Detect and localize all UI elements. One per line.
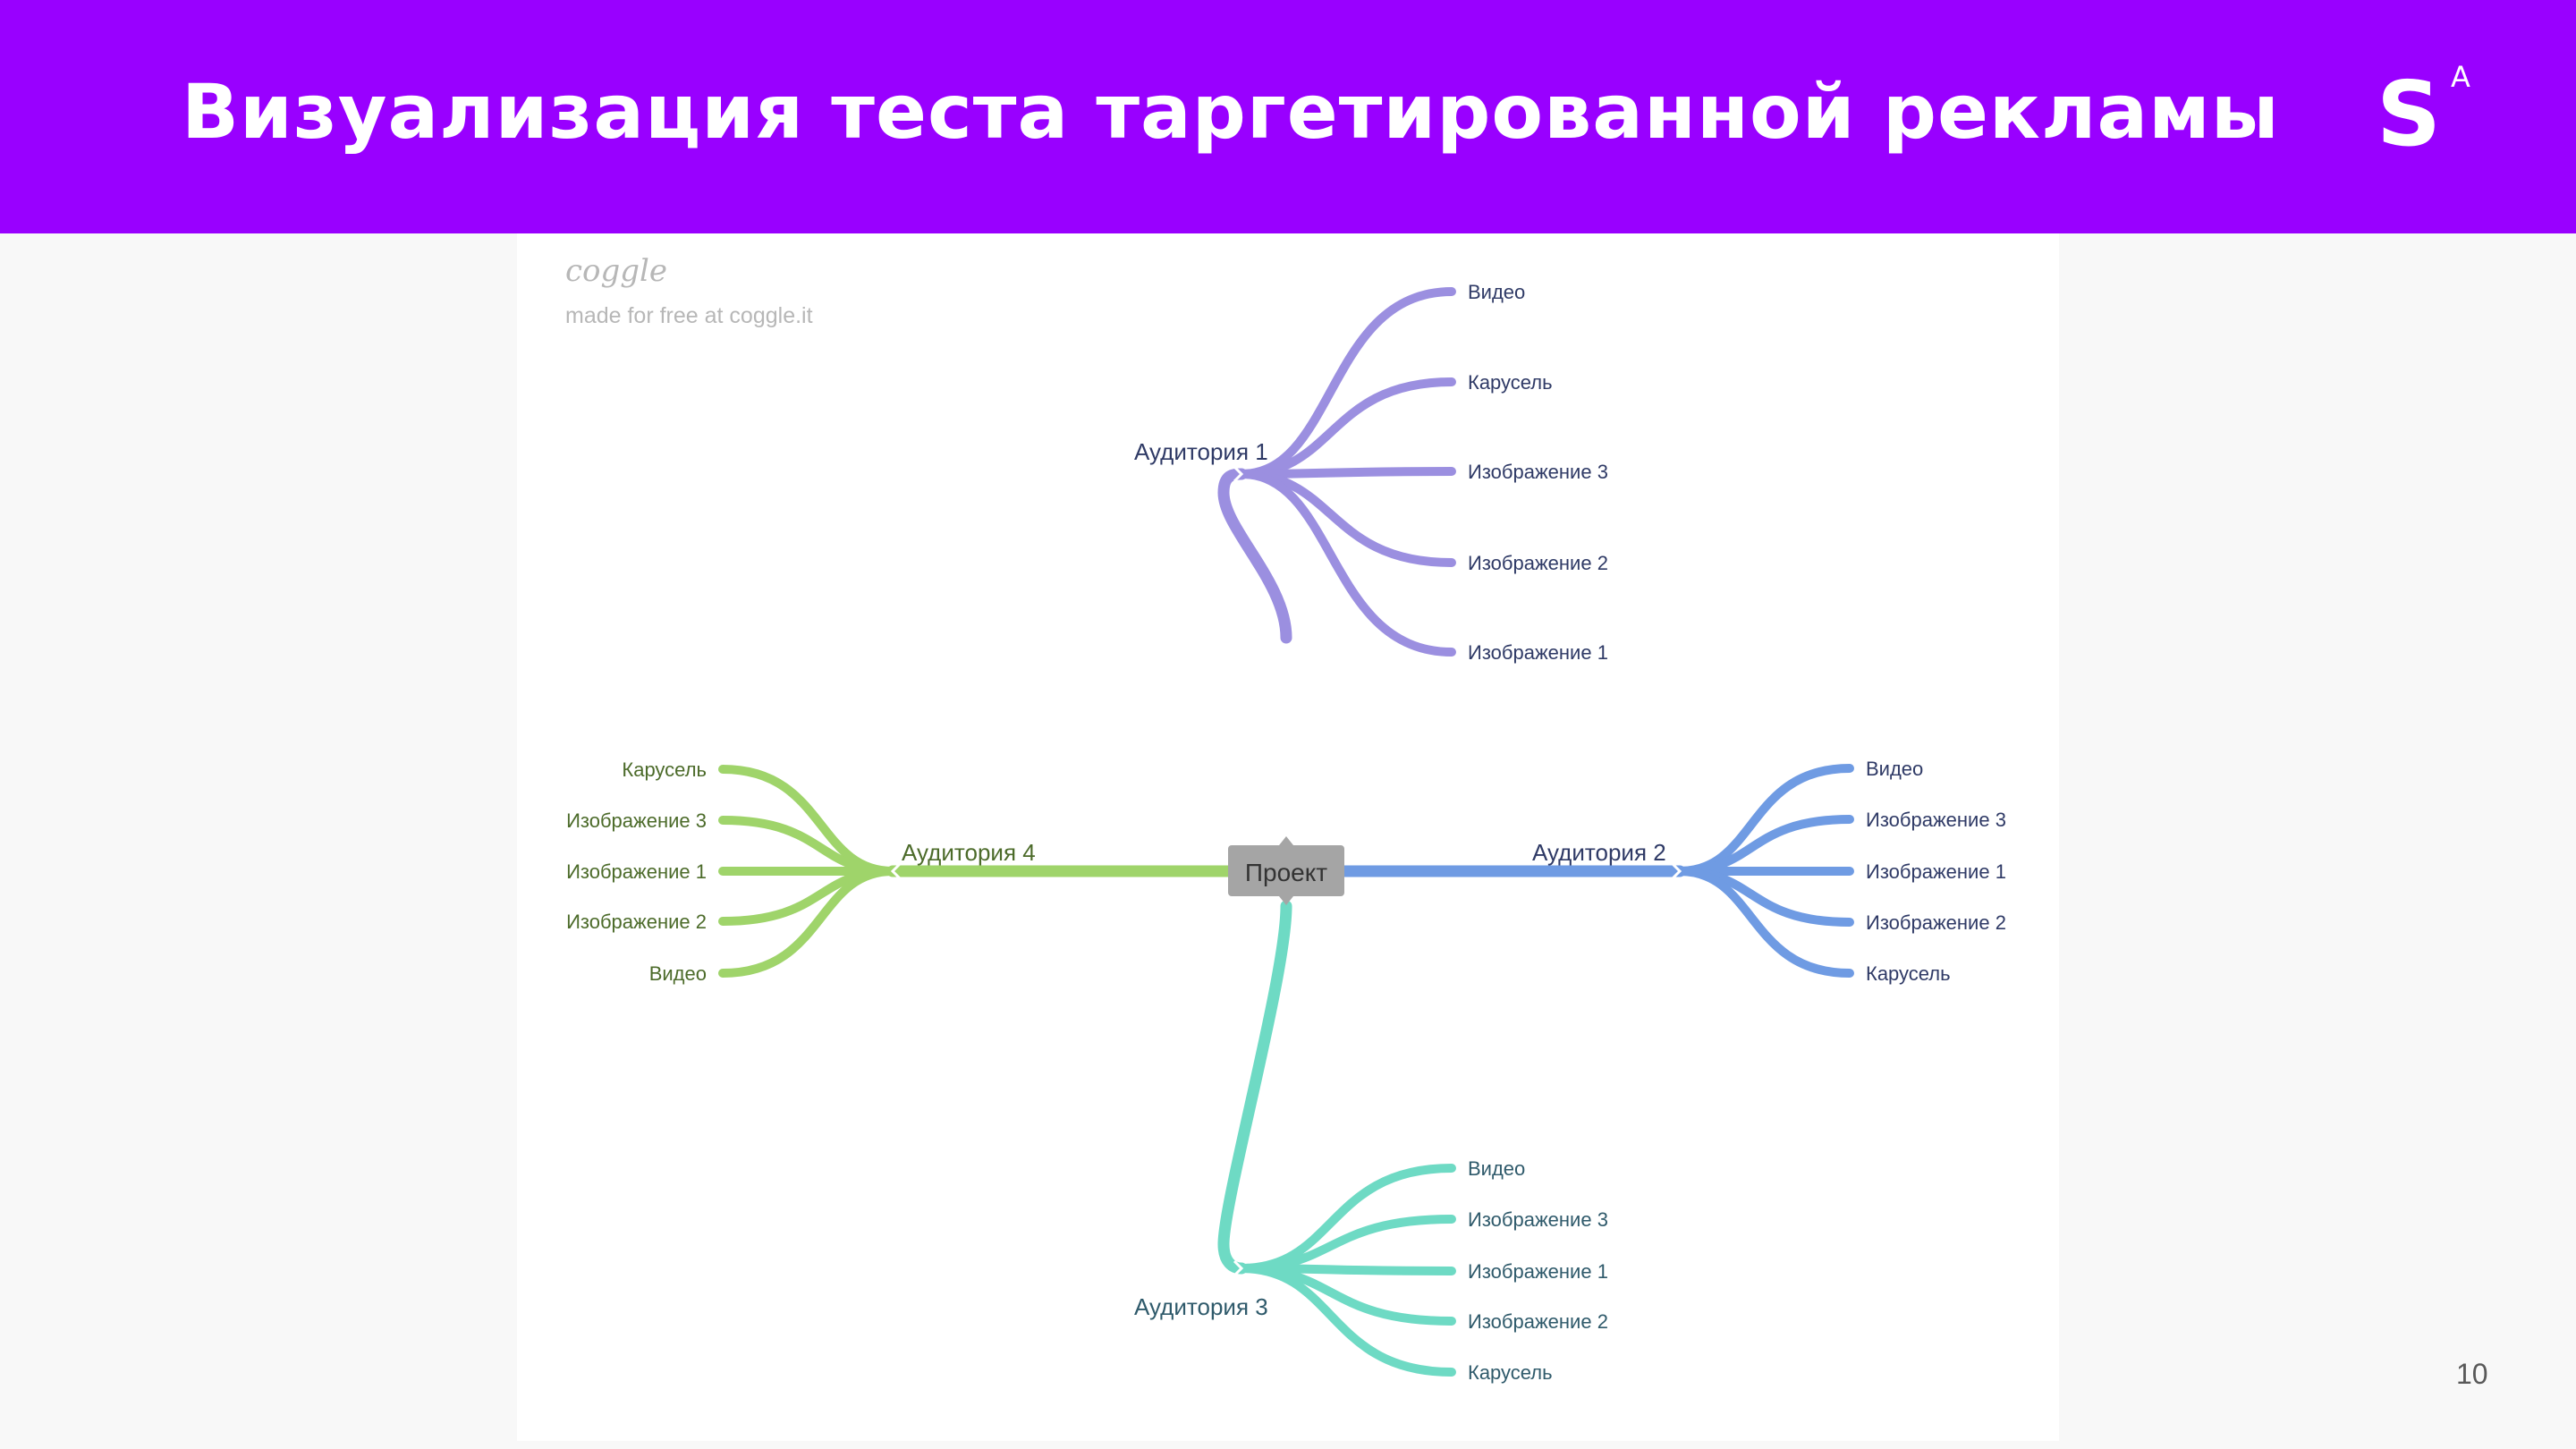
leaf-label: Видео <box>1468 1157 1525 1180</box>
branch-leaf-line <box>718 867 897 978</box>
branch-leaf-line <box>1237 470 1456 567</box>
coggle-watermark-text: made for free at coggle.it <box>565 303 813 328</box>
branch-trunk <box>1217 468 1292 644</box>
branch-leaf-line <box>1237 470 1456 657</box>
branch-leaf-line <box>1675 867 1854 978</box>
leaf-label: Видео <box>649 962 707 985</box>
branch-chevron <box>1233 1259 1244 1277</box>
leaf-label: Видео <box>1468 281 1525 303</box>
leaf-label: Изображение 2 <box>566 911 707 933</box>
slide-header: Визуализация теста таргетированной рекла… <box>0 0 2576 233</box>
leaf-label: Изображение 1 <box>1866 860 2006 883</box>
leaf-label: Карусель <box>1866 962 1951 985</box>
leaf-label: Изображение 1 <box>1468 1260 1608 1283</box>
branch-leaf-line <box>1237 377 1456 479</box>
branch-label: Аудитория 4 <box>902 839 1036 866</box>
leaf-label: Видео <box>1866 758 1923 780</box>
leaf-label: Изображение 3 <box>1468 461 1608 483</box>
page-number: 10 <box>2456 1358 2488 1390</box>
brand-logo-superscript: A <box>2451 60 2470 94</box>
branch-trunk <box>1217 900 1292 1275</box>
coggle-logo: coggle <box>565 253 668 289</box>
leaf-label: Изображение 2 <box>1468 552 1608 574</box>
leaf-label: Изображение 1 <box>566 860 707 883</box>
branch-label: Аудитория 1 <box>1134 438 1268 465</box>
root-node <box>1228 845 1344 896</box>
root-notch-top <box>1279 836 1293 845</box>
leaf-label: Изображение 3 <box>1866 809 2006 831</box>
leaf-label: Карусель <box>1468 1361 1553 1384</box>
root-label: Проект <box>1245 859 1327 886</box>
branch-chevron <box>890 862 902 880</box>
leaf-label: Изображение 2 <box>1468 1310 1608 1333</box>
leaf-label: Изображение 3 <box>566 809 707 832</box>
leaf-label: Изображение 2 <box>1866 911 2006 934</box>
branch-leaf-line <box>1237 1264 1456 1377</box>
leaf-label: Изображение 1 <box>1468 641 1608 664</box>
root-notch-bottom <box>1279 896 1293 905</box>
slide-title: Визуализация теста таргетированной рекла… <box>182 68 2280 156</box>
leaf-label: Карусель <box>622 758 707 781</box>
leaf-label: Изображение 3 <box>1468 1208 1608 1231</box>
branch-chevron <box>1233 465 1244 483</box>
leaf-label: Карусель <box>1468 371 1553 394</box>
branch-label: Аудитория 3 <box>1134 1293 1268 1320</box>
brand-logo-letter: S <box>2377 62 2442 166</box>
branch-chevron <box>1671 862 1682 880</box>
branch-label: Аудитория 2 <box>1532 839 1666 866</box>
